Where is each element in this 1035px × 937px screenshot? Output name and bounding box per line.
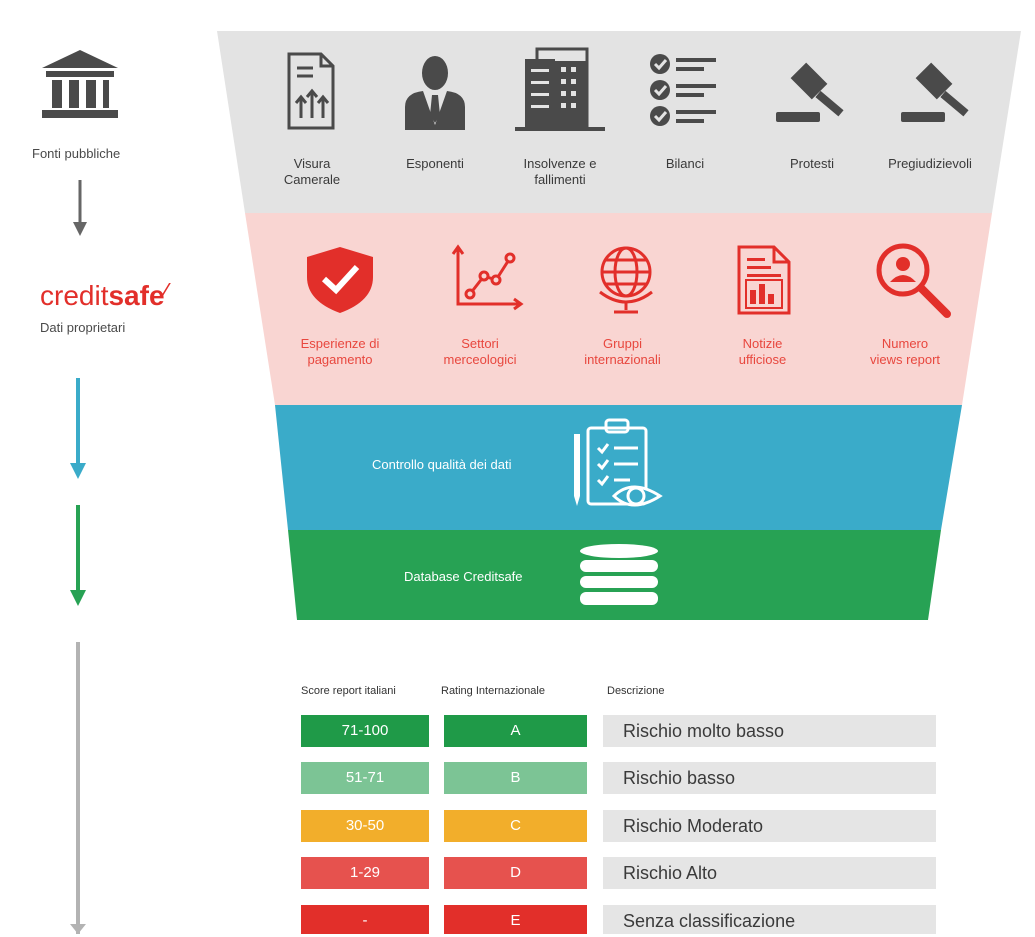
public-source-label: Pregiudizievoli [888,156,972,171]
creditsafe-logo: creditsafe⁄ [40,280,168,311]
description-cell: Rischio molto basso [603,715,936,747]
gavel-icon [901,62,969,122]
description-cell: Senza classificazione [603,905,936,934]
quality-control-label: Controllo qualità dei dati [372,457,512,472]
database-band [288,530,941,620]
line-chart-icon [451,244,524,311]
clipboard-eye-icon [574,418,663,507]
rating-cell: B [444,762,587,794]
rating-cell: D [444,857,587,889]
public-source-label: Protesti [789,156,835,171]
proprietary-label: Dati proprietari [40,320,126,335]
arrow-down-blue-icon [70,378,86,479]
gavel-icon [776,62,844,122]
rating-cell: E [444,905,587,934]
database-icon [580,544,658,605]
column-header-score: Score report italiani [301,685,396,697]
score-cell: 71-100 [301,715,429,747]
shield-check-icon [307,247,373,313]
building-icon [515,47,605,131]
arrow-down-green-icon [70,505,86,606]
score-cell: 30-50 [301,810,429,842]
document-growth-icon [287,52,335,130]
arrow-down-icon [73,180,87,236]
score-cell: 51-71 [301,762,429,794]
public-source-label: Bilanci [665,156,705,171]
public-source-label: Esponenti [406,156,464,171]
column-header-description: Descrizione [607,685,665,697]
public-sources-label: Fonti pubbliche [32,146,121,161]
bank-icon [42,50,118,118]
search-person-icon [876,243,951,318]
description-cell: Rischio Moderato [603,810,936,842]
logo-text-bold: safe [108,280,165,311]
score-cell: 1-29 [301,857,429,889]
checklist-icon [650,54,716,126]
database-label: Database Creditsafe [404,569,523,584]
person-icon [405,56,465,130]
globe-icon [599,246,653,314]
description-cell: Rischio basso [603,762,936,794]
rating-cell: A [444,715,587,747]
proprietary-data-band [245,213,992,405]
score-cell: - [301,905,429,934]
quality-control-band [275,405,962,530]
description-cell: Rischio Alto [603,857,936,889]
report-document-icon [737,245,791,315]
column-header-rating: Rating Internazionale [441,685,545,697]
arrow-down-gray-icon [70,642,86,934]
rating-cell: C [444,810,587,842]
logo-text-regular: credit [40,280,109,311]
